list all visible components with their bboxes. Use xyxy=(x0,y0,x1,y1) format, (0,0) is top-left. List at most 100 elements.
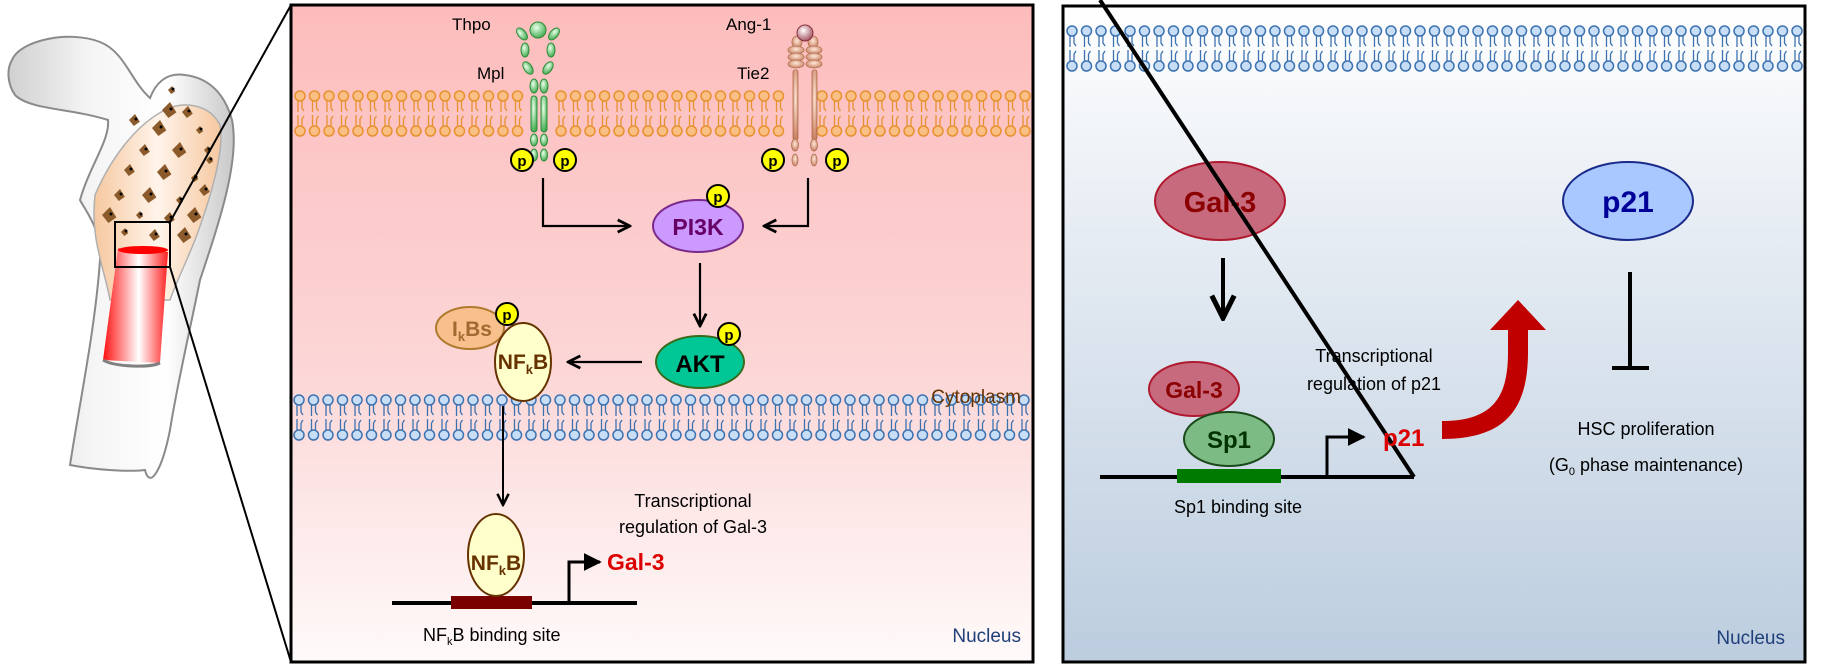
lipid-molecule xyxy=(1704,25,1716,72)
p21-label: p21 xyxy=(1602,186,1654,219)
lipid-molecule xyxy=(1080,25,1093,72)
trabecular-dot xyxy=(179,147,183,151)
pi3k-label: PI3K xyxy=(672,214,724,240)
trabecular-spot xyxy=(121,228,129,236)
lipid-molecule xyxy=(1443,25,1455,72)
trabecular-spot xyxy=(102,207,117,223)
lipid-molecule xyxy=(641,394,653,441)
lipid-molecule xyxy=(888,90,901,137)
trabecular-spot xyxy=(152,120,167,136)
lipid-molecule xyxy=(1457,25,1470,72)
trabecular-spot xyxy=(149,229,160,241)
gal3-transcription-label-line1: Transcriptional xyxy=(634,491,751,511)
lipid-molecule xyxy=(961,90,973,137)
nfkb-nucleus-label: NFkB xyxy=(471,552,521,578)
lipid-molecule xyxy=(1356,25,1368,72)
lipid-molecule xyxy=(1066,25,1078,72)
p21-transcription-label-line2: regulation of p21 xyxy=(1307,374,1441,394)
gal3-label: Gal-3 xyxy=(1184,187,1257,219)
trabecular-dot xyxy=(139,212,143,216)
lipid-molecule xyxy=(1733,25,1745,72)
trabecular-dot xyxy=(184,232,188,236)
nfkb-label: NFkB xyxy=(498,351,548,377)
lipid-molecule xyxy=(1341,25,1354,72)
lipid-molecule xyxy=(1018,394,1030,441)
lipid-molecule xyxy=(467,394,479,441)
phospho-group: p xyxy=(510,148,534,172)
trabecular-bone-spots xyxy=(102,86,214,243)
p21-upregulation-arrow xyxy=(1442,300,1546,439)
zoom-line-top xyxy=(169,4,292,223)
lipid-molecule xyxy=(685,90,698,137)
lipid-molecule xyxy=(1385,25,1397,72)
trabecular-dot xyxy=(159,125,163,129)
akt-phospho: p xyxy=(724,327,733,344)
lipid-molecule xyxy=(859,90,872,137)
lipid-molecule xyxy=(1124,25,1136,72)
trabecular-spot xyxy=(157,164,172,180)
trabecular-spot xyxy=(124,164,135,176)
trabecular-dot xyxy=(134,117,138,121)
lipid-molecule xyxy=(584,90,596,137)
lipid-molecule xyxy=(555,90,567,137)
lipid-molecule xyxy=(468,90,480,137)
trabecular-dot xyxy=(129,167,133,171)
lipid-molecule xyxy=(1211,25,1223,72)
p21-transcription-label-line1: Transcriptional xyxy=(1315,346,1432,366)
lipid-molecule xyxy=(323,90,335,137)
lipid-molecule xyxy=(684,394,697,441)
lipid-molecule xyxy=(670,394,682,441)
trabecular-spot xyxy=(162,102,177,118)
dna-strand-right xyxy=(1098,0,1416,479)
trabecular-spot xyxy=(206,156,214,164)
zoom-line-bottom xyxy=(169,266,292,663)
phospho-group: p xyxy=(825,148,849,172)
lipid-molecule xyxy=(1544,25,1557,72)
lipid-molecule xyxy=(1269,25,1281,72)
lipid-molecule xyxy=(597,394,610,441)
ang1-ligand xyxy=(796,24,814,42)
tie2-label: Tie2 xyxy=(737,64,769,83)
binding-site-label-right: Sp1 binding site xyxy=(1174,497,1302,517)
trabecular-dot xyxy=(169,107,173,111)
lipid-molecule xyxy=(887,394,900,441)
lipid-molecule xyxy=(539,394,552,441)
lipid-molecule xyxy=(1559,25,1571,72)
lipid-molecule xyxy=(424,90,437,137)
nfkb-binding-site xyxy=(451,596,532,609)
phospho-group: p xyxy=(761,148,785,172)
trabecular-spot xyxy=(177,227,192,243)
p21-gene-product: p21 xyxy=(1383,425,1424,452)
lipid-molecule xyxy=(626,394,639,441)
lipid-molecule xyxy=(627,90,640,137)
lipid-molecule xyxy=(816,90,828,137)
lipid-molecule xyxy=(511,90,524,137)
lipid-molecule xyxy=(482,90,495,137)
ang1-label: Ang-1 xyxy=(726,15,771,34)
lipid-molecule xyxy=(598,90,611,137)
lipid-molecule xyxy=(815,394,827,441)
lipid-molecule xyxy=(742,394,755,441)
svg-text:p: p xyxy=(560,153,569,170)
lipid-molecule xyxy=(1370,25,1383,72)
lipid-molecule xyxy=(772,90,785,137)
lipid-molecule xyxy=(728,394,740,441)
trabecular-spot xyxy=(168,86,176,94)
lipid-molecule xyxy=(743,90,756,137)
nuclear-membrane-right xyxy=(1066,25,1803,72)
lipid-molecule xyxy=(583,394,595,441)
lipid-molecule xyxy=(917,90,930,137)
trabecular-spot xyxy=(139,144,150,156)
lipid-molecule xyxy=(903,90,915,137)
lipid-molecule xyxy=(845,90,857,137)
lipid-molecule xyxy=(1602,25,1615,72)
mpl-receptor xyxy=(516,21,560,162)
trabecular-dot xyxy=(109,212,113,216)
lipid-molecule xyxy=(800,394,813,441)
lipid-molecule xyxy=(409,394,421,441)
outcome-label-line2: (G0 phase maintenance) xyxy=(1549,455,1743,478)
lipid-molecule xyxy=(336,394,349,441)
trabecular-spot xyxy=(136,211,144,219)
svg-text:p: p xyxy=(832,153,841,170)
lipid-molecule xyxy=(352,90,364,137)
